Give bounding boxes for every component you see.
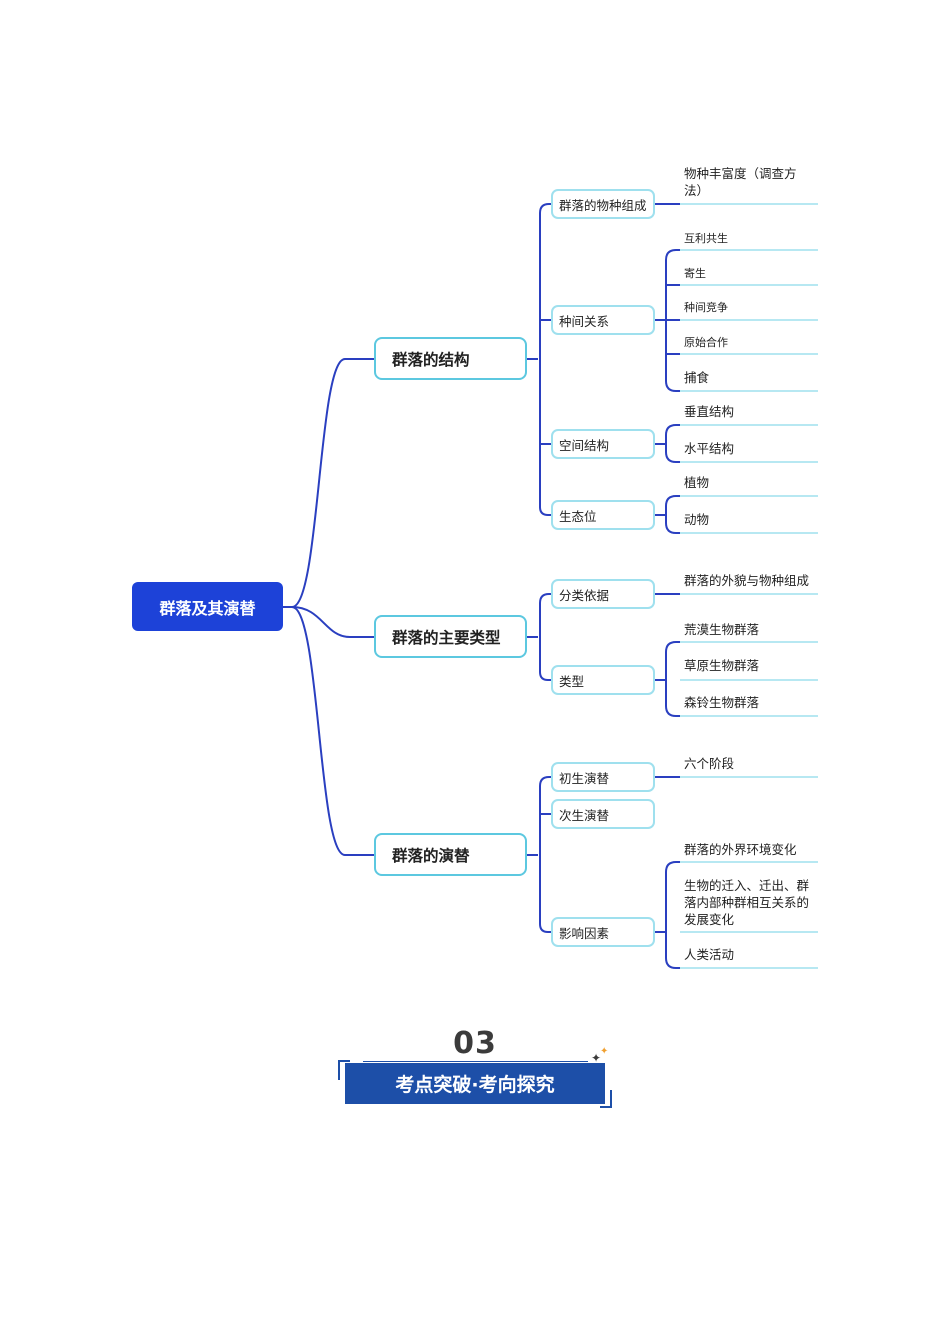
node-spatial-structure[interactable]: 空间结构 (551, 429, 655, 459)
leaf-animals: 动物 (684, 512, 710, 527)
node-influencing-factors[interactable]: 影响因素 (551, 917, 655, 947)
sparkle-icon: ✦ (591, 1051, 602, 1065)
leaf-appearance-composition: 群落的外貌与物种组成 (684, 573, 810, 588)
section-title-badge: 考点突破·考向探究 (345, 1063, 605, 1104)
leaf-horizontal-structure: 水平结构 (684, 441, 735, 456)
leaf-vertical-structure: 垂直结构 (684, 404, 735, 419)
section-number: 03 (453, 1026, 497, 1061)
branch-community-succession[interactable]: 群落的演替 (374, 833, 527, 876)
node-niche[interactable]: 生态位 (551, 500, 655, 530)
leaf-plants: 植物 (684, 475, 710, 490)
section-title: 考点突破·考向探究 (395, 1074, 555, 1096)
leaf-six-stages: 六个阶段 (684, 756, 735, 771)
branch-community-types[interactable]: 群落的主要类型 (374, 615, 527, 658)
leaf-competition: 种间竞争 (684, 301, 728, 314)
leaf-environment-change: 群落的外界环境变化 (684, 842, 797, 857)
leaf-human-activity: 人类活动 (684, 947, 735, 962)
node-primary-succession[interactable]: 初生演替 (551, 762, 655, 792)
sparkle-small-icon: ✦ (600, 1046, 609, 1057)
leaf-forest-community: 森铃生物群落 (684, 695, 760, 710)
leaf-desert-community: 荒漠生物群落 (684, 622, 760, 637)
mindmap-root[interactable]: 群落及其演替 (132, 582, 283, 631)
leaf-species-richness: 物种丰富度（调查方法） (684, 166, 797, 198)
node-types[interactable]: 类型 (551, 665, 655, 695)
node-interspecific-relations[interactable]: 种间关系 (551, 305, 655, 335)
branch-community-structure[interactable]: 群落的结构 (374, 337, 527, 380)
leaf-protocooperation: 原始合作 (684, 336, 728, 349)
leaf-mutualism: 互利共生 (684, 232, 728, 245)
leaf-predation: 捕食 (684, 370, 710, 385)
leaf-migration-interactions: 生物的迁入、迁出、群落内部种群相互关系的发展变化 (684, 878, 810, 927)
node-secondary-succession[interactable]: 次生演替 (551, 799, 655, 829)
badge-corner-top-left (338, 1060, 350, 1080)
node-species-composition[interactable]: 群落的物种组成 (551, 189, 655, 219)
node-classification-basis[interactable]: 分类依据 (551, 579, 655, 609)
badge-corner-bottom-right (600, 1090, 612, 1108)
leaf-parasitism: 寄生 (684, 267, 706, 280)
leaf-grassland-community: 草原生物群落 (684, 658, 760, 673)
